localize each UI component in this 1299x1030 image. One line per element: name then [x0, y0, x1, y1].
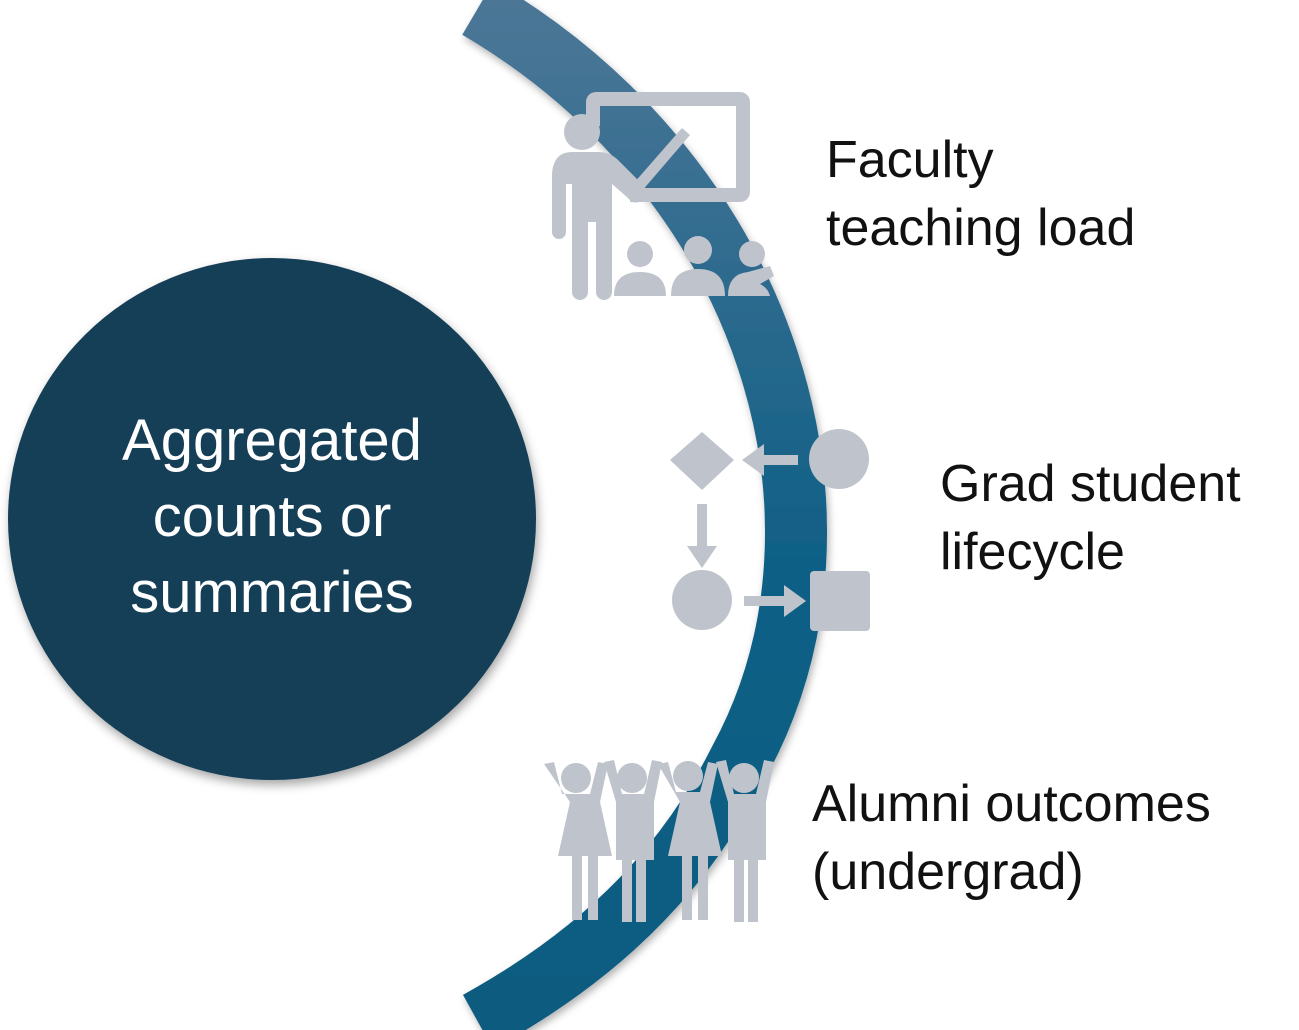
faculty-teaching-load-label: Faculty teaching load [826, 126, 1135, 262]
alumni-outcomes-label: Alumni outcomes (undergrad) [812, 770, 1211, 906]
celebrating-people-icon [544, 760, 774, 922]
item-label-line: Faculty [826, 131, 994, 189]
item-label-line: teaching load [826, 199, 1136, 257]
item-label-line: (undergrad) [812, 843, 1084, 901]
process-flow-icon [670, 429, 870, 631]
grad-student-lifecycle-label: Grad student lifecycle [940, 450, 1241, 586]
item-label-line: Grad student [940, 455, 1241, 513]
center-label-line: summaries [130, 560, 414, 625]
center-label: Aggregated counts or summaries [62, 403, 482, 631]
arc-band [462, 0, 827, 1030]
item-label-line: lifecycle [940, 523, 1125, 581]
item-label-line: Alumni outcomes [812, 775, 1211, 833]
teacher-presentation-icon [552, 92, 774, 300]
center-circle: Aggregated counts or summaries [8, 258, 536, 780]
center-label-line: counts or [152, 484, 392, 549]
center-label-line: Aggregated [122, 408, 422, 473]
